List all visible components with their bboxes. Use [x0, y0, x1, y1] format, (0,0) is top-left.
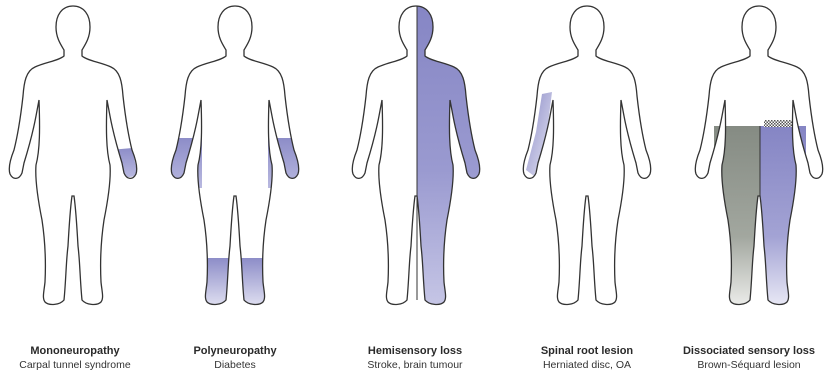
caption-title: Hemisensory loss — [330, 344, 500, 358]
caption-polyneuropathy: Polyneuropathy Diabetes — [150, 344, 320, 372]
caption-subtitle: Stroke, brain tumour — [330, 358, 500, 372]
caption-title: Mononeuropathy — [0, 344, 160, 358]
lesion-band — [764, 120, 794, 127]
caption-mononeuropathy: Mononeuropathy Carpal tunnel syndrome — [0, 344, 160, 372]
half-body-shading — [417, 0, 497, 310]
dermatome-shading — [526, 92, 552, 176]
figure-spinal-root-lesion — [512, 0, 662, 310]
caption-title: Dissociated sensory loss — [664, 344, 834, 358]
caption-dissociated-sensory-loss: Dissociated sensory loss Brown-Séquard l… — [664, 344, 834, 372]
figure-dissociated-sensory-loss — [684, 0, 834, 310]
left-leg-grey-shading — [714, 126, 760, 310]
caption-title: Polyneuropathy — [150, 344, 320, 358]
caption-hemisensory-loss: Hemisensory loss Stroke, brain tumour — [330, 344, 500, 372]
feet-shading — [190, 258, 280, 310]
caption-subtitle: Carpal tunnel syndrome — [0, 358, 160, 372]
left-hand-shading — [160, 138, 202, 188]
caption-subtitle: Brown-Séquard lesion — [664, 358, 834, 372]
figure-mononeuropathy — [0, 0, 148, 310]
right-hand-shading — [268, 138, 310, 188]
figure-hemisensory-loss — [341, 0, 491, 310]
caption-spinal-root-lesion: Spinal root lesion Herniated disc, OA — [502, 344, 672, 372]
caption-subtitle: Diabetes — [150, 358, 320, 372]
caption-title: Spinal root lesion — [502, 344, 672, 358]
caption-subtitle: Herniated disc, OA — [502, 358, 672, 372]
figure-polyneuropathy — [160, 0, 310, 310]
